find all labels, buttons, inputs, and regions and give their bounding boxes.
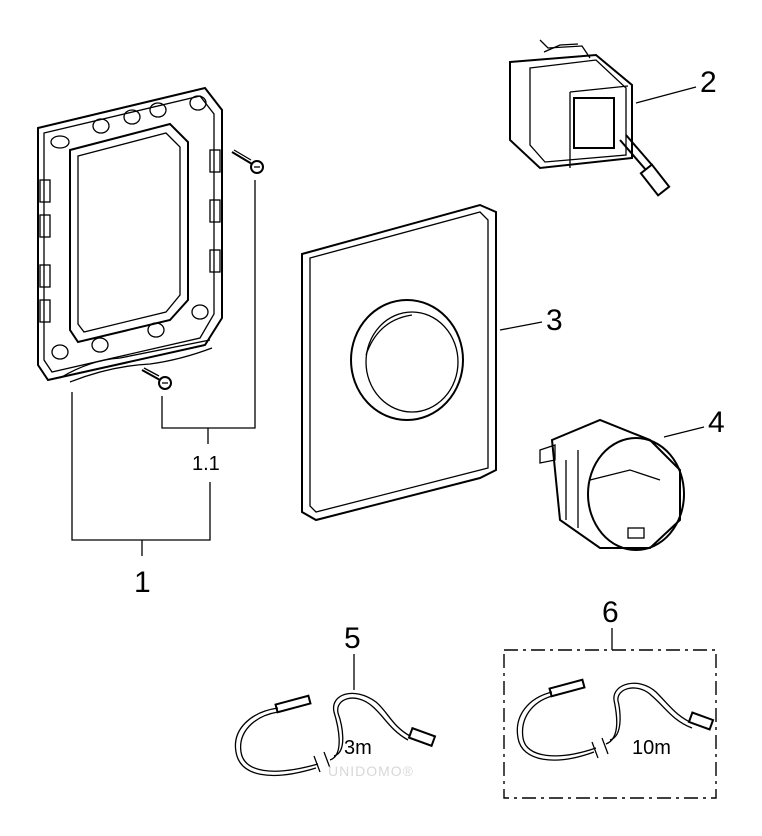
cable-3m	[234, 692, 437, 777]
cover-plate	[301, 203, 497, 522]
watermark: UNIDOMO®	[328, 763, 414, 779]
label-5: 5	[344, 622, 361, 655]
leader-4	[663, 426, 705, 438]
label-1: 1	[134, 566, 151, 599]
cable-10m-length: 10m	[632, 737, 671, 759]
label-1-1: 1.1	[192, 453, 220, 475]
label-2: 2	[700, 66, 717, 99]
frame-screw-top	[231, 149, 264, 174]
cable-3m-length: 3m	[344, 737, 372, 759]
mounting-frame	[37, 86, 223, 383]
leader-3	[499, 321, 543, 331]
label-3: 3	[546, 304, 563, 337]
leader-frame	[71, 180, 256, 556]
label-4: 4	[708, 406, 725, 439]
infrared-sensor-unit	[539, 418, 685, 551]
frame-screw-bottom	[141, 367, 172, 390]
cable-10m	[516, 678, 715, 761]
label-6: 6	[602, 596, 619, 629]
option-frame	[503, 649, 717, 799]
leader-2	[635, 86, 697, 104]
power-supply-box	[509, 39, 671, 197]
